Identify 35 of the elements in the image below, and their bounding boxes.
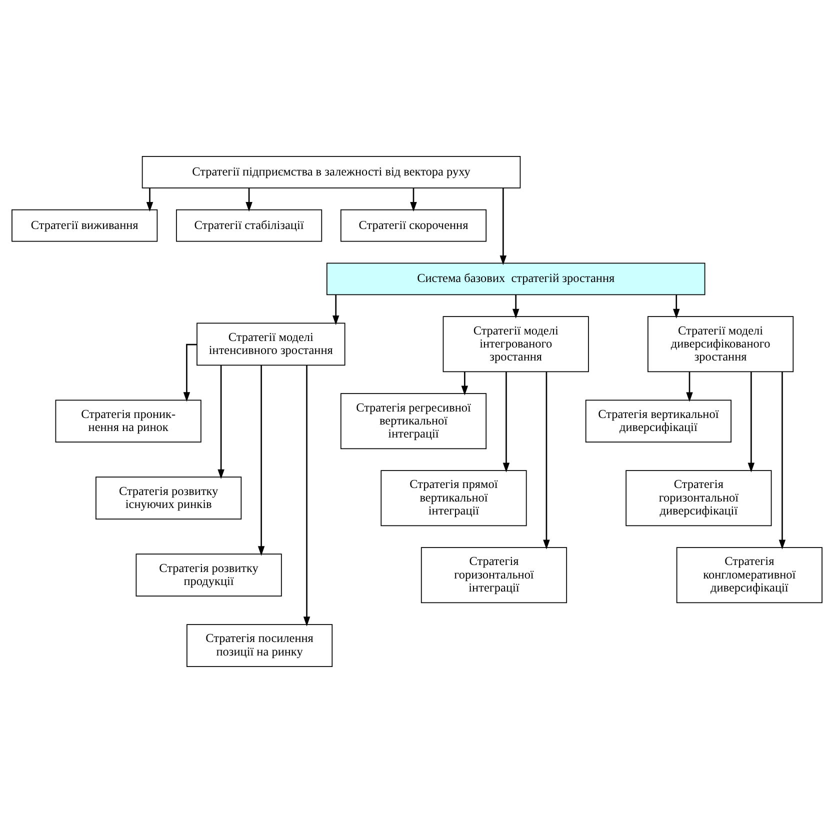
arrow: [748, 372, 755, 472]
node-box: Система базових стратегій зростання: [326, 262, 706, 295]
arrow: [673, 294, 680, 318]
node-box: Стратегія конгломеративної диверсифікації: [676, 546, 822, 603]
node-box: Стратегії скорочення: [340, 208, 487, 242]
node-box: Стратегії стабілізації: [176, 208, 322, 242]
arrow: [512, 294, 520, 318]
node-box: Стратегії виживання: [12, 208, 158, 242]
node-box: Стратегія прямої вертикальної інтеграції: [380, 470, 527, 526]
node-box: Стратегії моделі інтегрованого зростання: [442, 316, 589, 372]
node-box: Стратегія розвитку існуючих ринків: [96, 476, 242, 520]
node-box: Стратегія вертикальної диверсифікації: [585, 399, 732, 442]
node-box: Стратегія горизонтальної інтеграції: [420, 546, 568, 603]
arrow: [332, 294, 340, 325]
arrow: [258, 364, 265, 556]
node-box: Стратегія посилення позиції на ринку: [186, 624, 333, 666]
node-box: Стратегія регресивної вертикальної інтеграції: [340, 392, 487, 449]
arrow: [246, 188, 252, 212]
arrow: [410, 188, 417, 212]
arrow: [778, 371, 786, 549]
node-box: Стратегія розвитку продукції: [136, 553, 282, 596]
arrow: [146, 188, 154, 212]
node-box: Стратегії моделі інтенсивного зростання: [196, 322, 346, 366]
arrow: [303, 364, 310, 626]
node-box: Стратегії підприємства в залежності від вектора руху: [142, 156, 521, 188]
arrow: [543, 371, 550, 549]
arrow: [461, 371, 468, 395]
arrow: [502, 372, 510, 472]
arrow: [183, 343, 197, 402]
node-box: Стратегії моделі диверсифікованого зростання: [648, 316, 794, 372]
arrow: [686, 371, 693, 402]
arrow: [500, 188, 507, 265]
node-box: Стратегія проник- нення на ринок: [55, 399, 202, 442]
node-box: Стратегія горизонтальної диверсифікації: [626, 470, 772, 526]
arrow: [218, 364, 224, 479]
